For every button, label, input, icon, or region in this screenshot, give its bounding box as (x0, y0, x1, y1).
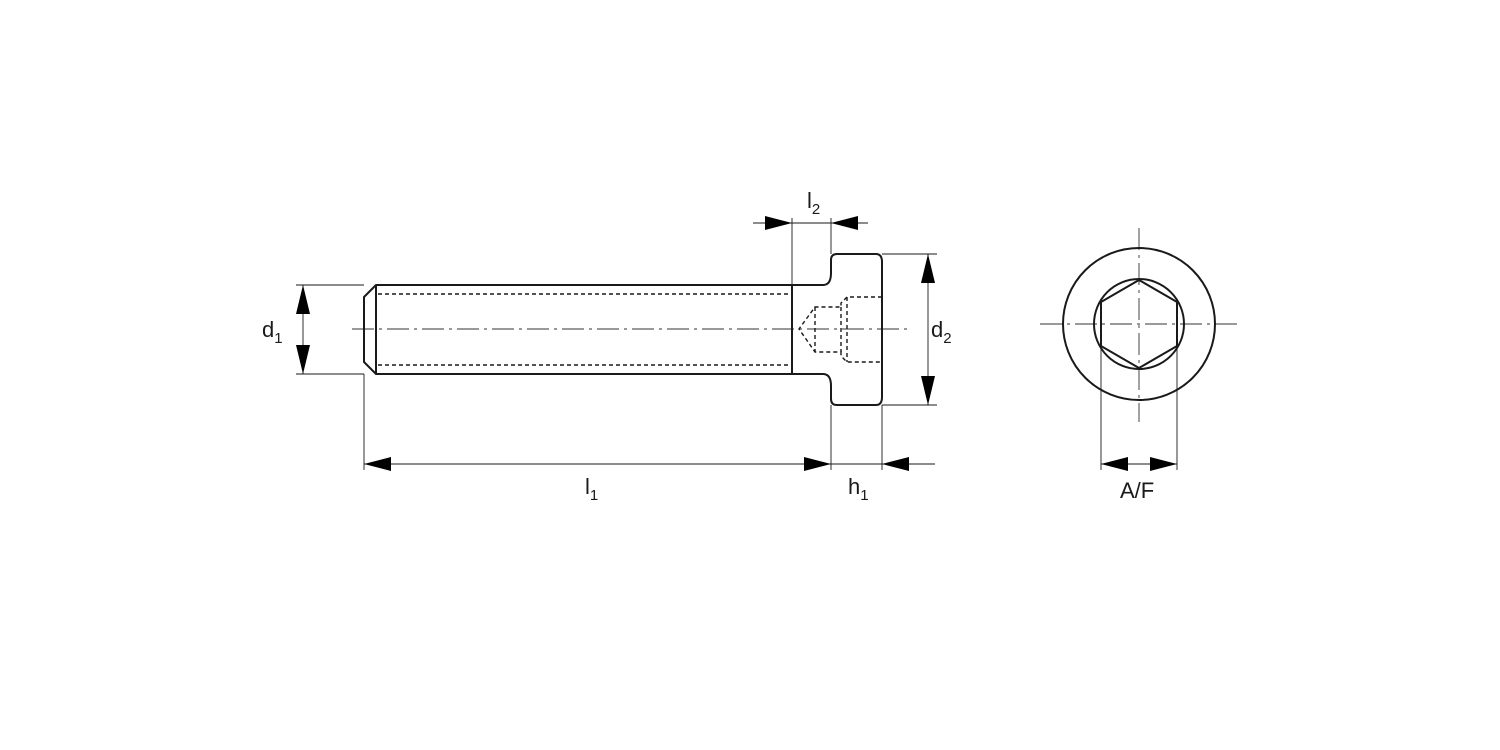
arrow-head (765, 216, 792, 230)
dimension-d1: d1 (262, 284, 364, 375)
dimension-label-d2: d2 (931, 317, 952, 347)
head-outer-circle (1062, 247, 1216, 401)
arrow-head (1150, 457, 1177, 471)
arrow-head (882, 457, 909, 471)
arrow-head (296, 285, 310, 314)
hex-socket-hidden (798, 296, 882, 363)
head-fillet-top (792, 272, 832, 286)
side-view (352, 253, 912, 406)
arrow-head (921, 376, 935, 405)
dimension-h1: h1 (831, 405, 935, 504)
dimension-d2: d2 (882, 253, 952, 406)
head-outline (830, 253, 883, 406)
arrow-head (804, 457, 831, 471)
dimension-l1: l1 (363, 374, 832, 504)
shank-outline (363, 284, 792, 375)
arrow-head (831, 216, 858, 230)
dimension-label-l2: l2 (807, 188, 820, 218)
dimension-l2: l2 (753, 188, 868, 285)
arrow-head (296, 345, 310, 374)
arrow-head (921, 254, 935, 283)
hex-socket (1100, 279, 1178, 369)
socket-circle (1093, 278, 1185, 370)
end-view (1040, 228, 1240, 422)
dimension-label-af: A/F (1120, 478, 1154, 503)
dimension-label-h1: h1 (848, 474, 869, 504)
dimension-label-d1: d1 (262, 317, 283, 347)
arrow-head (1101, 457, 1128, 471)
dimension-af: A/F (1100, 346, 1178, 503)
arrow-head (364, 457, 391, 471)
dimension-label-l1: l1 (585, 474, 598, 504)
head-fillet-bottom (792, 373, 832, 387)
